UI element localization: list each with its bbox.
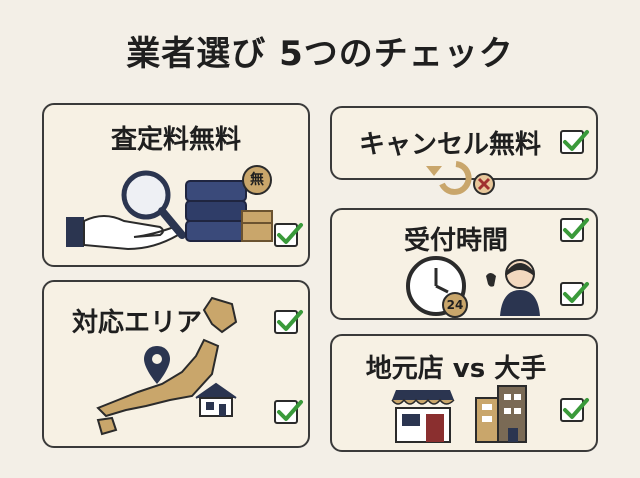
checkbox-area-1[interactable] [274,310,303,334]
checkbox-cancel[interactable] [560,130,589,154]
kimono-stack-icon [185,180,273,242]
free-badge: 無 [242,165,272,195]
checkbox-store[interactable] [560,398,589,422]
checkbox-area-2[interactable] [274,400,303,424]
card-hours-title: 受付時間 [403,226,508,256]
local-store-icon [391,390,455,443]
checkbox-assessment[interactable] [274,223,303,247]
cancel-arrow-icon [426,161,495,195]
card-local-vs-major: 地元店 vs 大手 [330,334,598,452]
hours-badge-label: 24 [446,298,464,312]
free-badge-label: 無 [250,172,264,188]
checkbox-hours-1[interactable] [560,218,589,242]
page-title: 業者選び 5つのチェック [126,34,514,74]
card-assessment-title: 査定料無料 [110,125,241,155]
card-area-title: 対応エリア [72,308,203,338]
hours-badge: 24 [442,292,468,318]
checkbox-hours-2[interactable] [560,282,589,306]
card-cancel-free: キャンセル無料 [330,106,598,180]
card-assessment-fee: 査定料無料 無 [42,103,310,267]
house-icon [195,382,237,417]
card-reception-hours: 受付時間 24 [330,208,598,320]
japan-map-icon [96,296,238,436]
operator-icon [486,259,540,316]
location-pin-icon [144,346,170,384]
office-building-icon [475,385,527,443]
card-store-title: 地元店 vs 大手 [365,354,547,384]
card-service-area: 対応エリア [42,280,310,448]
hand-magnifier-icon [66,170,186,251]
card-cancel-title: キャンセル無料 [358,130,541,160]
